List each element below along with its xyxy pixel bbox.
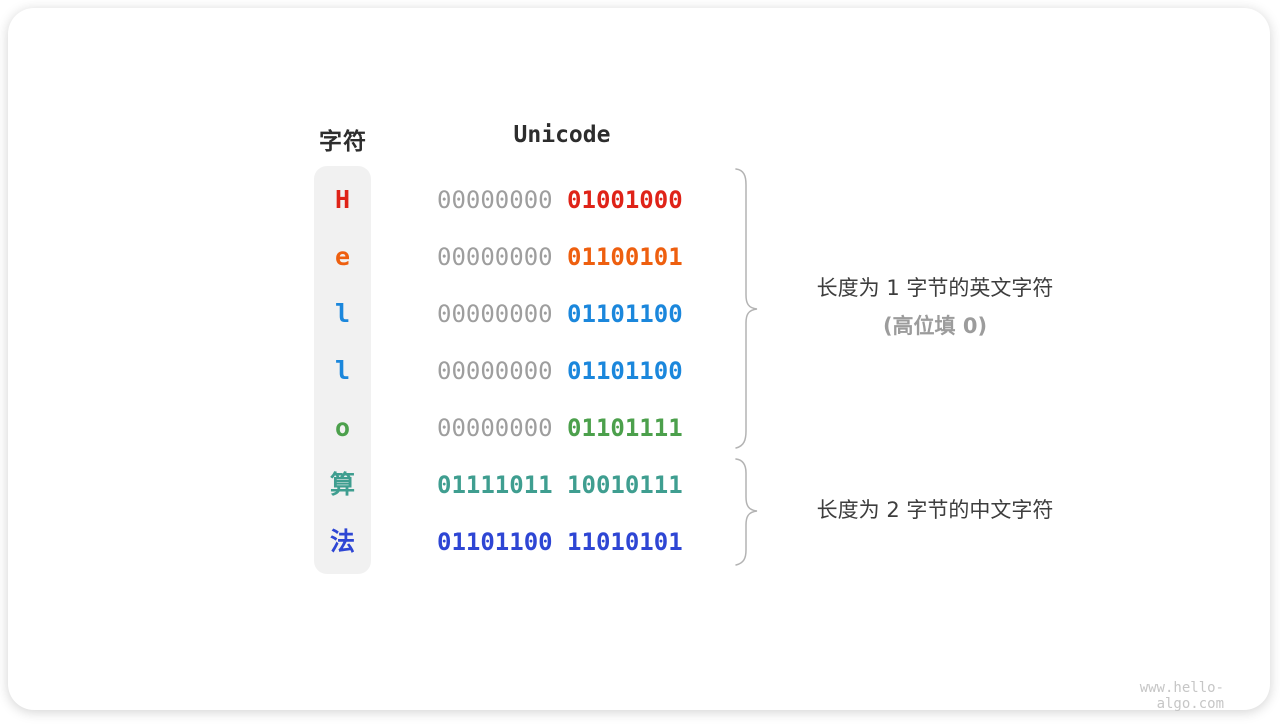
brace-1-byte-group [735, 168, 758, 449]
unicode-bits-cell: 00000000 01101111 [437, 416, 683, 440]
character-cell: 法 [329, 527, 355, 556]
table-row: o 00000000 01101111 [314, 399, 683, 456]
table-row: l 00000000 01101100 [314, 285, 683, 342]
annotation-chinese-line1: 长度为 2 字节的中文字符 [816, 498, 1054, 522]
table-row: e 00000000 01100101 [314, 228, 683, 285]
character-cell: l [334, 299, 351, 328]
annotation-english-chars: 长度为 1 字节的英文字符 (高位填 0) [770, 273, 1100, 341]
byte-value: 11010101 [567, 527, 683, 556]
table-row: 算 01111011 10010111 [314, 456, 683, 513]
byte-value: 01100101 [567, 242, 683, 271]
encoding-table: H 00000000 01001000 e 00000000 01100101 l 000… [314, 171, 683, 570]
byte-value: 01101100 [567, 356, 683, 385]
byte-value: 01101111 [567, 413, 683, 442]
annotation-english-line1: 长度为 1 字节的英文字符 [816, 276, 1054, 300]
unicode-bits-cell: 01101100 11010101 [437, 530, 683, 554]
char-column-background [314, 166, 371, 574]
character-cell: e [334, 242, 351, 271]
diagram-card: 字符 Unicode H 00000000 01001000 e 00000000 0… [8, 8, 1270, 712]
byte-value: 10010111 [567, 470, 683, 499]
byte-value: 00000000 [437, 356, 553, 385]
byte-value: 01001000 [567, 185, 683, 214]
table-row: 法 01101100 11010101 [314, 513, 683, 570]
brace-2-byte-group [735, 458, 758, 566]
byte-value: 00000000 [437, 185, 553, 214]
byte-value: 01111011 [437, 470, 553, 499]
character-cell: H [334, 185, 351, 214]
annotation-english-line2: (高位填 0) [882, 314, 988, 338]
watermark: www.hello-algo.com [1139, 680, 1224, 712]
character-cell: o [334, 413, 351, 442]
unicode-bits-cell: 00000000 01001000 [437, 188, 683, 212]
table-row: H 00000000 01001000 [314, 171, 683, 228]
table-row: l 00000000 01101100 [314, 342, 683, 399]
unicode-bits-cell: 00000000 01100101 [437, 245, 683, 269]
unicode-bits-cell: 00000000 01101100 [437, 359, 683, 383]
annotation-chinese-chars: 长度为 2 字节的中文字符 [770, 495, 1100, 525]
byte-value: 01101100 [567, 299, 683, 328]
byte-value: 01101100 [437, 527, 553, 556]
character-cell: 算 [329, 470, 355, 499]
unicode-bits-cell: 01111011 10010111 [437, 473, 683, 497]
unicode-bits-cell: 00000000 01101100 [437, 302, 683, 326]
byte-value: 00000000 [437, 299, 553, 328]
byte-value: 00000000 [437, 413, 553, 442]
column-header-unicode: Unicode [513, 122, 611, 148]
column-header-char: 字符 [319, 129, 367, 155]
byte-value: 00000000 [437, 242, 553, 271]
character-cell: l [334, 356, 351, 385]
